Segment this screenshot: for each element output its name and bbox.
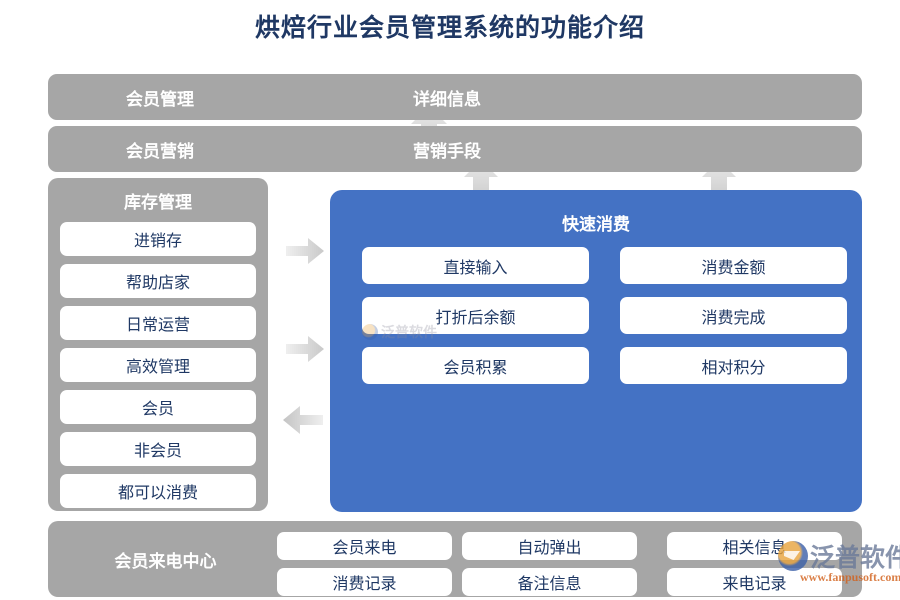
bar-marketing-means-label: 营销手段 [413,141,481,161]
arrow-right-mid-icon [286,334,324,364]
list-item-inventory-5[interactable]: 非会员 [60,432,256,466]
list-item-inventory-0[interactable]: 进销存 [60,222,256,256]
bar-detail-info-label: 详细信息 [413,89,481,109]
list-item-inventory-1[interactable]: 帮助店家 [60,264,256,298]
list-item-quick-left-2[interactable]: 会员积累 [362,347,589,384]
list-item-inventory-2[interactable]: 日常运营 [60,306,256,340]
page-title: 烘焙行业会员管理系统的功能介绍 [254,15,645,42]
bar-member-management[interactable]: 会员管理 详细信息 [48,74,862,120]
arrow-left-bottom-icon [283,404,323,436]
list-item-call-r2-2[interactable]: 来电记录 [667,568,842,596]
panel-inventory-management: 库存管理 进销存 帮助店家 日常运营 高效管理 会员 非会员 都可以消费 [48,178,268,511]
arrow-right-top-icon [286,236,324,266]
list-item-quick-right-2[interactable]: 相对积分 [620,347,847,384]
list-item-call-r2-1[interactable]: 备注信息 [462,568,637,596]
bar-member-call-center: 会员来电中心 会员来电 自动弹出 相关信息 消费记录 备注信息 来电记录 [48,521,862,597]
bar-member-management-label: 会员管理 [126,89,194,109]
list-item-quick-right-1[interactable]: 消费完成 [620,297,847,334]
list-item-quick-left-1[interactable]: 打折后余额 [362,297,589,334]
bar-member-marketing[interactable]: 会员营销 营销手段 [48,126,862,172]
panel-quick-consumption: 快速消费 直接输入 打折后余额 会员积累 消费金额 消费完成 相对积分 泛普软件 [330,190,862,512]
list-item-inventory-6[interactable]: 都可以消费 [60,474,256,508]
list-item-call-r1-2[interactable]: 相关信息 [667,532,842,560]
list-item-inventory-4[interactable]: 会员 [60,390,256,424]
bar-call-center-title: 会员来电中心 [114,551,217,571]
list-item-quick-right-0[interactable]: 消费金额 [620,247,847,284]
list-item-call-r1-0[interactable]: 会员来电 [277,532,452,560]
list-item-call-r2-0[interactable]: 消费记录 [277,568,452,596]
list-item-quick-left-0[interactable]: 直接输入 [362,247,589,284]
panel-inventory-header: 库存管理 [124,193,192,212]
bar-member-marketing-label: 会员营销 [126,141,194,161]
list-item-call-r1-1[interactable]: 自动弹出 [462,532,637,560]
list-item-inventory-3[interactable]: 高效管理 [60,348,256,382]
panel-quick-consumption-header: 快速消费 [562,215,630,234]
